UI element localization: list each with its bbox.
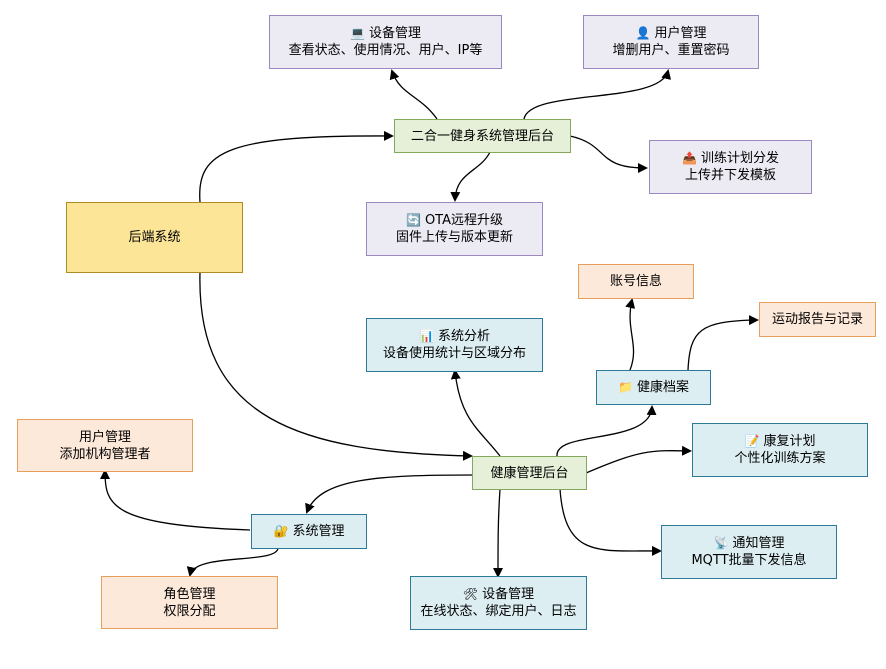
role-management-label: 角色管理	[163, 586, 216, 602]
user-management-desc-bottom: 添加机构管理者	[59, 446, 151, 462]
device-management-title-bottom: 🛠设备管理	[463, 586, 534, 603]
user-icon: 👤	[635, 26, 651, 40]
role-management-node[interactable]: 角色管理 权限分配	[101, 576, 278, 629]
health-admin-label: 健康管理后台	[490, 465, 569, 481]
ota-label: OTA远程升级	[424, 213, 503, 228]
edge-fitness-admin-to-training-plan	[569, 135, 648, 173]
user-management-label-bottom: 用户管理	[78, 429, 131, 445]
user-management-title-top: 👤用户管理	[636, 25, 707, 42]
lock-icon: 🔐	[273, 524, 289, 538]
training-plan-node[interactable]: 📤训练计划分发 上传并下发模板	[649, 140, 812, 194]
edge-health-admin-to-notification	[559, 488, 662, 556]
edge-fitness-admin-to-ota	[450, 151, 491, 202]
user-management-node-top[interactable]: 👤用户管理 增删用户、重置密码	[583, 15, 759, 69]
edge-health-file-to-sport-report	[687, 315, 759, 371]
edge-health-admin-to-system-mgmt	[305, 474, 473, 514]
training-plan-desc: 上传并下发模板	[684, 168, 776, 183]
account-info-label: 账号信息	[609, 274, 662, 289]
edge-backend-to-health-admin	[199, 271, 473, 461]
notification-title: 📡通知管理	[714, 535, 785, 552]
edge-fitness-admin-to-user-mgmt-top	[523, 69, 672, 120]
device-management-desc-bottom: 在线状态、绑定用户、日志	[420, 604, 577, 619]
system-analysis-label: 系统分析	[437, 329, 490, 344]
user-management-node-bottom[interactable]: 用户管理 添加机构管理者	[17, 419, 193, 472]
edge-health-admin-to-health-file	[556, 405, 657, 457]
edge-system-mgmt-to-role-mgmt	[186, 546, 279, 577]
chart-icon: 📊	[419, 329, 434, 343]
rehab-plan-title: 📝康复计划	[745, 433, 816, 450]
folder-icon: 📁	[618, 380, 633, 394]
device-management-desc-top: 查看状态、使用情况、用户、IP等	[288, 43, 483, 58]
ota-title: 🔄OTA远程升级	[406, 212, 503, 229]
sport-report-label: 运动报告与记录	[771, 312, 863, 327]
role-management-desc: 权限分配	[163, 603, 216, 619]
rehab-plan-node[interactable]: 📝康复计划 个性化训练方案	[692, 423, 868, 477]
refresh-icon: 🔄	[405, 213, 421, 227]
ota-desc: 固件上传与版本更新	[395, 230, 513, 245]
backend-label: 后端系统	[128, 230, 181, 245]
system-analysis-desc: 设备使用统计与区域分布	[382, 346, 526, 361]
notification-desc: MQTT批量下发信息	[691, 553, 807, 568]
notification-node[interactable]: 📡通知管理 MQTT批量下发信息	[661, 525, 837, 579]
fitness-admin-node[interactable]: 二合一健身系统管理后台	[394, 119, 571, 153]
user-management-label-top: 用户管理	[654, 26, 707, 41]
upload-icon: 📤	[682, 151, 697, 165]
edge-health-admin-to-system-analysis	[450, 369, 501, 457]
health-file-label: 健康档案	[636, 380, 689, 395]
device-management-node-bottom[interactable]: 🛠设备管理 在线状态、绑定用户、日志	[410, 576, 587, 630]
monitor-icon: 💻	[350, 26, 365, 40]
health-file-node[interactable]: 📁健康档案	[596, 370, 711, 405]
user-management-desc-top: 增删用户、重置密码	[612, 43, 730, 58]
device-management-label-bottom: 设备管理	[482, 587, 535, 602]
notification-label: 通知管理	[732, 536, 785, 551]
fitness-admin-label: 二合一健身系统管理后台	[410, 128, 554, 144]
memo-icon: 📝	[744, 434, 760, 448]
backend-node[interactable]: 后端系统	[66, 202, 243, 273]
sport-report-node[interactable]: 运动报告与记录	[759, 302, 876, 337]
system-management-label: 系统管理	[292, 524, 345, 539]
system-management-title: 🔐系统管理	[274, 523, 345, 540]
edge-system-mgmt-to-user-mgmt-bottom	[100, 469, 251, 531]
system-management-node[interactable]: 🔐系统管理	[251, 514, 367, 549]
account-info-node[interactable]: 账号信息	[578, 264, 694, 299]
edge-fitness-admin-to-device-mgmt-top	[389, 69, 438, 120]
satellite-icon: 📡	[713, 536, 729, 550]
rehab-plan-desc: 个性化训练方案	[734, 451, 826, 466]
system-analysis-node[interactable]: 📊系统分析 设备使用统计与区域分布	[366, 318, 543, 372]
edge-health-admin-to-device-mgmt-bottom	[493, 488, 504, 578]
rehab-plan-label: 康复计划	[763, 434, 816, 449]
edge-health-file-to-account-info	[625, 298, 636, 371]
device-management-label-top: 设备管理	[368, 26, 421, 41]
training-plan-title: 📤训练计划分发	[682, 150, 779, 167]
system-analysis-title: 📊系统分析	[419, 328, 490, 345]
health-file-title: 📁健康档案	[618, 379, 689, 396]
edge-health-admin-to-rehab-plan	[585, 445, 692, 474]
training-plan-label: 训练计划分发	[700, 151, 779, 166]
edge-backend-to-fitness-admin	[199, 130, 394, 203]
health-admin-node[interactable]: 健康管理后台	[472, 456, 587, 490]
device-management-title-top: 💻设备管理	[350, 25, 421, 42]
tools-icon: 🛠	[462, 587, 479, 601]
device-management-node-top[interactable]: 💻设备管理 查看状态、使用情况、用户、IP等	[269, 15, 502, 69]
ota-node[interactable]: 🔄OTA远程升级 固件上传与版本更新	[366, 202, 543, 256]
